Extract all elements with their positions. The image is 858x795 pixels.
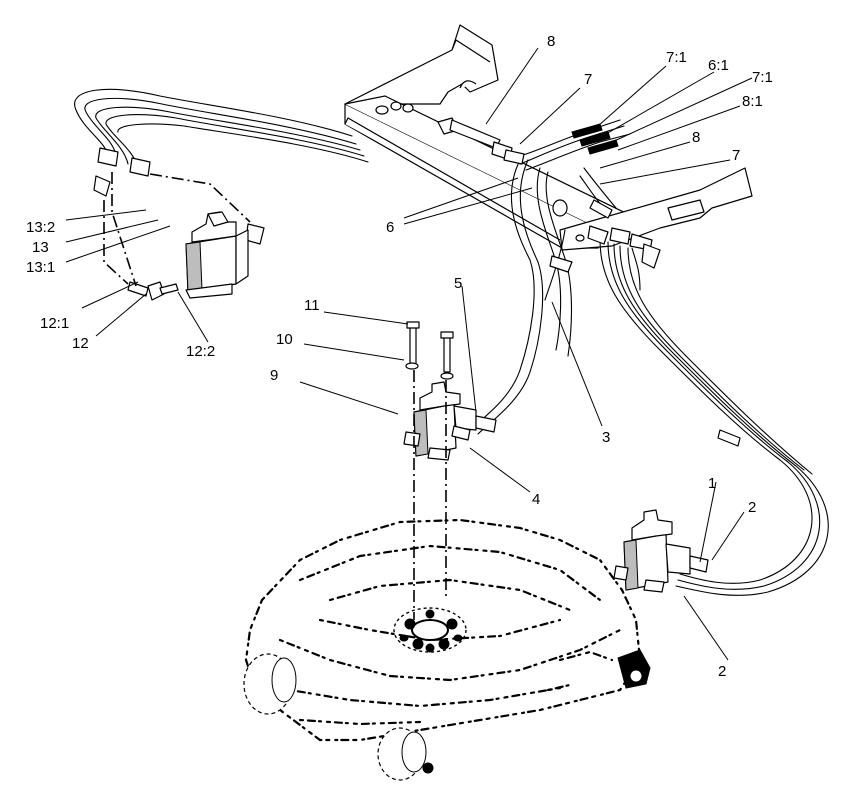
callout-7-1-top: 7:1: [666, 49, 687, 66]
chassis-base: [243, 518, 651, 781]
callout-8-right: 8: [692, 129, 700, 146]
callout-8-1: 8:1: [742, 93, 763, 110]
callout-12: 12: [72, 335, 89, 352]
callout-9: 9: [270, 367, 278, 384]
hose-fittings: [93, 117, 741, 447]
callout-labels: 8 7 7:1 6:1 7:1 8:1 8 7 6 5 3 4 9 10 11 …: [26, 33, 773, 680]
mounting-bolts: [405, 321, 454, 380]
center-valve-assembly: [403, 370, 497, 620]
callout-2-lower: 2: [718, 663, 726, 680]
callout-7-right: 7: [732, 147, 740, 164]
callout-12-2: 12:2: [186, 343, 215, 360]
callout-3: 3: [602, 429, 610, 446]
callout-13-1: 13:1: [26, 259, 55, 276]
callout-13-2: 13:2: [26, 219, 55, 236]
callout-10: 10: [276, 331, 293, 348]
callout-7-top: 7: [584, 71, 592, 88]
crossmember-bracket: [344, 24, 753, 251]
callout-5: 5: [454, 275, 462, 292]
callout-12-1: 12:1: [40, 315, 69, 332]
callout-6: 6: [386, 219, 394, 236]
callout-13: 13: [32, 239, 49, 256]
callout-7-1-right: 7:1: [752, 69, 773, 86]
callout-11: 11: [304, 297, 320, 314]
callout-4: 4: [532, 491, 540, 508]
leader-lines: [65, 47, 753, 661]
right-valve-assembly: [613, 509, 709, 593]
hose-bundle-right: [599, 237, 829, 596]
callout-8-top: 8: [547, 33, 555, 50]
callout-6-1: 6:1: [708, 57, 729, 74]
callout-1: 1: [708, 475, 716, 492]
callout-2-upper: 2: [748, 499, 756, 516]
hose-bundle-top-left: [74, 88, 369, 169]
detached-valve-assembly: [103, 172, 251, 301]
